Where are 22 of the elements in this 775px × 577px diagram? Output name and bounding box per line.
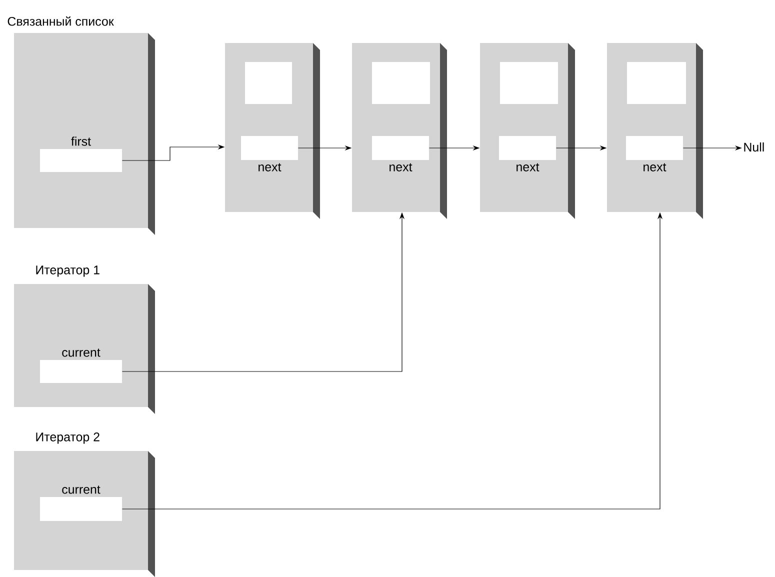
field	[500, 62, 558, 104]
field: next	[499, 136, 556, 172]
field: next	[241, 136, 298, 172]
node-label: next	[516, 163, 540, 172]
node-label: current	[62, 486, 100, 494]
field	[245, 62, 292, 104]
node-label: Связанный список	[8, 16, 114, 26]
node-label: current	[62, 348, 100, 357]
node-label: Итератор 1	[36, 266, 100, 277]
node-label: next	[644, 163, 666, 172]
node-label: Итератор 2	[36, 432, 100, 444]
field	[372, 62, 430, 104]
null-label: Null	[744, 142, 764, 152]
field: next	[372, 136, 429, 172]
node-label: next	[390, 163, 412, 172]
field: next	[626, 136, 683, 172]
field: current	[40, 486, 122, 521]
node-label: next	[258, 163, 282, 172]
field	[627, 62, 686, 104]
field: first	[40, 136, 122, 172]
node-label: first	[71, 136, 91, 146]
field: current	[40, 348, 122, 383]
